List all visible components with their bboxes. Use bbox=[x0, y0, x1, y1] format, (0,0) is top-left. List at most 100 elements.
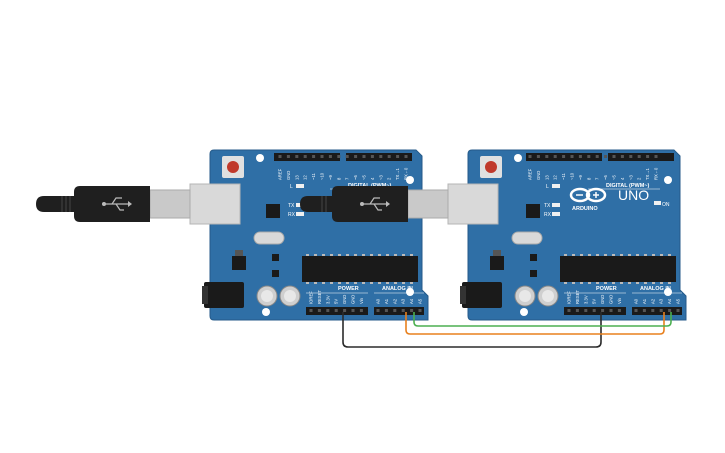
on-led-label: ON bbox=[662, 202, 670, 208]
pin-label: ~3 bbox=[628, 175, 633, 180]
usb-plug-icon bbox=[300, 186, 408, 222]
pin-label: A0 bbox=[376, 298, 381, 304]
pin-label: A3 bbox=[659, 298, 664, 304]
pin-label: TX→1 bbox=[645, 167, 650, 180]
atmega-chip bbox=[560, 256, 676, 282]
pin-label: 5V bbox=[334, 299, 339, 304]
wires bbox=[342, 312, 672, 348]
pin-label: 3.3V bbox=[583, 295, 588, 304]
pin-label: GND bbox=[351, 295, 356, 304]
usb-port bbox=[447, 183, 499, 225]
pin-label: AREF bbox=[278, 168, 283, 180]
pin-label: ~11 bbox=[311, 173, 316, 180]
a4-wire[interactable] bbox=[405, 312, 665, 335]
analog-header bbox=[632, 307, 682, 315]
pin-label: 13 bbox=[544, 175, 549, 180]
analog-label: ANALOG IN bbox=[382, 286, 413, 292]
led-label-l: L bbox=[290, 184, 293, 190]
pin-label: A3 bbox=[401, 298, 406, 304]
pin-label: A5 bbox=[418, 298, 423, 304]
pin-label: 4 bbox=[370, 177, 375, 180]
pin-label: ~6 bbox=[353, 175, 358, 180]
pin-label: RESET bbox=[317, 290, 322, 304]
pin-label: A5 bbox=[676, 298, 681, 304]
gnd-wire[interactable] bbox=[342, 312, 602, 348]
a5-wire[interactable] bbox=[413, 312, 672, 327]
led-label-rx: RX bbox=[544, 212, 552, 218]
pin-label: 4 bbox=[620, 177, 625, 180]
pin-label: Vin bbox=[359, 297, 364, 304]
pin-label: 7 bbox=[345, 177, 350, 180]
pin-label: 8 bbox=[336, 177, 341, 180]
crystal-oscillator bbox=[253, 231, 285, 245]
pin-label: ~9 bbox=[328, 175, 333, 180]
pin-label: A0 bbox=[634, 298, 639, 304]
pin-label: TX→1 bbox=[395, 167, 400, 180]
pin-label: GND bbox=[342, 295, 347, 304]
usb-cable-left[interactable] bbox=[36, 183, 241, 225]
pin-label: A2 bbox=[650, 298, 655, 304]
pin-label: A4 bbox=[667, 298, 672, 304]
pin-label: GND bbox=[536, 171, 541, 180]
pin-label: 7 bbox=[595, 177, 600, 180]
atmega-chip bbox=[302, 256, 418, 282]
pin-label: 8 bbox=[586, 177, 591, 180]
pin-label: A1 bbox=[384, 298, 389, 304]
led-label-tx: TX bbox=[544, 203, 551, 209]
pin-label: ~3 bbox=[378, 175, 383, 180]
reset-button-icon[interactable] bbox=[222, 156, 244, 178]
model-text: UNO bbox=[618, 187, 649, 203]
digital-header bbox=[274, 153, 340, 161]
pin-label: RX←0 bbox=[404, 167, 409, 180]
pin-label: ~5 bbox=[612, 175, 617, 180]
crystal-oscillator bbox=[511, 231, 543, 245]
power-label: POWER bbox=[596, 286, 617, 292]
power-jack[interactable] bbox=[204, 282, 244, 308]
pin-label: A2 bbox=[392, 298, 397, 304]
pin-label: 5V bbox=[592, 299, 597, 304]
usb-plug-icon bbox=[36, 186, 150, 222]
pin-label: RX←0 bbox=[654, 167, 659, 180]
arduino-logo-icon bbox=[569, 187, 607, 203]
pin-label: ~5 bbox=[362, 175, 367, 180]
pin-label: 2 bbox=[637, 177, 642, 180]
pin-label: GND bbox=[609, 295, 614, 304]
pin-label: Vin bbox=[617, 297, 622, 304]
analog-label: ANALOG IN bbox=[640, 286, 671, 292]
digital-header-label: DIGITAL (PWM~) bbox=[606, 183, 650, 189]
usb-cable-right[interactable] bbox=[300, 183, 499, 225]
pin-label: GND bbox=[600, 295, 605, 304]
pin-label: IOREF bbox=[567, 291, 572, 304]
pin-label: ~10 bbox=[570, 172, 575, 180]
power-label: POWER bbox=[338, 286, 359, 292]
pin-label: ~6 bbox=[603, 175, 608, 180]
pin-label: GND bbox=[286, 171, 291, 180]
pin-label: 2 bbox=[387, 177, 392, 180]
led-label-rx: RX bbox=[288, 212, 296, 218]
pin-label: ~10 bbox=[320, 172, 325, 180]
pin-label: ~11 bbox=[561, 173, 566, 180]
pin-label: 12 bbox=[303, 175, 308, 180]
reset-button-icon[interactable] bbox=[480, 156, 502, 178]
pin-label: 13 bbox=[294, 175, 299, 180]
pin-label: A4 bbox=[409, 298, 414, 304]
analog-header bbox=[374, 307, 424, 315]
led-label-tx: TX bbox=[288, 203, 295, 209]
pin-label: RESET bbox=[575, 290, 580, 304]
pin-label: A1 bbox=[642, 298, 647, 304]
pin-label: 12 bbox=[553, 175, 558, 180]
pin-label: IOREF bbox=[309, 291, 314, 304]
arduino-logo-text: ARDUINO bbox=[572, 206, 598, 212]
pin-label: 3.3V bbox=[325, 295, 330, 304]
power-jack[interactable] bbox=[462, 282, 502, 308]
pin-label: AREF bbox=[528, 168, 533, 180]
